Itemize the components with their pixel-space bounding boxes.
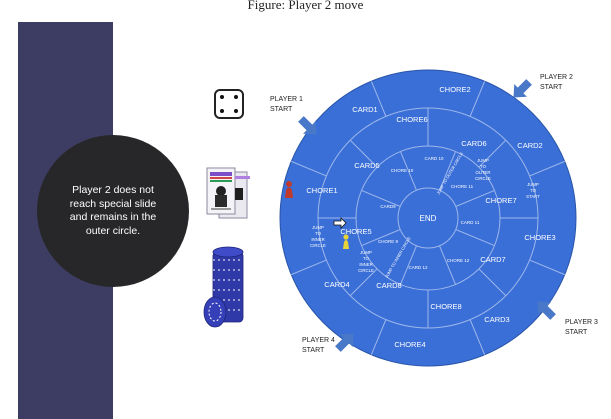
space-jump-inner-left: JUMP TO INNER CIRCLE	[310, 225, 326, 248]
player1-label-line1: PLAYER 1	[270, 96, 303, 103]
space-card12: CARD 12	[408, 265, 428, 270]
die-pip	[220, 95, 224, 99]
player2-label-line1: PLAYER 2	[540, 74, 573, 81]
space-card10: CARD 10	[424, 156, 444, 161]
jump-start-line: START	[526, 194, 540, 199]
jump-inner-mid-line: INNER	[359, 262, 372, 267]
player4-label-line2: START	[302, 347, 325, 354]
space-chore4: CHORE4	[394, 340, 425, 349]
space-chore6: CHORE6	[396, 115, 427, 124]
space-card2: CARD2	[517, 141, 542, 150]
player1-label: PLAYER 1 START	[270, 96, 305, 113]
jump-inner-left-line: TO	[315, 231, 322, 236]
player3-label-line1: PLAYER 3	[565, 319, 598, 326]
space-chore3: CHORE3	[524, 233, 555, 242]
info-bubble-text: Player 2 does not reach special slide an…	[64, 184, 162, 238]
space-card8: CARD8	[376, 281, 401, 290]
space-card4: CARD4	[324, 280, 349, 289]
space-card3: CARD3	[484, 315, 509, 324]
space-card11: CARD 11	[461, 220, 480, 225]
jump-outer-line: JUMP	[477, 158, 489, 163]
space-chore9: CHORE 9	[378, 239, 399, 244]
space-jump-outer: JUMP TO OUTER CIRCLE	[475, 158, 491, 181]
jump-inner-mid-line: TO	[363, 256, 370, 261]
jump-start-line: JUMP	[527, 182, 539, 187]
space-chore1: CHORE1	[306, 186, 337, 195]
die-pip	[220, 109, 224, 113]
jump-inner-left-line: JUMP	[312, 225, 324, 230]
game-board[interactable]: CHORE2 CARD2 CHORE3 CARD3 CHORE4 CARD4 C…	[230, 58, 611, 419]
jump-inner-left-line: CIRCLE	[310, 243, 326, 248]
player3-label-line2: START	[565, 329, 588, 336]
space-chore10: CHORE 10	[391, 168, 414, 173]
jump-inner-left-line: INNER	[311, 237, 324, 242]
space-card7: CARD7	[480, 255, 505, 264]
jump-inner-mid-line: CIRCLE	[358, 268, 374, 273]
jump-outer-line: OUTER	[475, 170, 490, 175]
space-chore8: CHORE8	[430, 302, 461, 311]
player3-label: PLAYER 3 START	[565, 319, 600, 336]
info-bubble: Player 2 does not reach special slide an…	[37, 135, 189, 287]
player2-label: PLAYER 2 START	[540, 74, 575, 91]
space-end: END	[420, 214, 437, 223]
space-card10-text: CARD 10	[424, 156, 444, 161]
space-card9: CARD9	[380, 204, 396, 209]
jump-outer-line: CIRCLE	[475, 176, 491, 181]
space-chore2: CHORE2	[439, 85, 470, 94]
player2-label-line2: START	[540, 84, 563, 91]
jump-outer-line: TO	[480, 164, 487, 169]
figure-caption: Figure: Player 2 move	[0, 0, 611, 12]
jump-start-line: TO	[530, 188, 537, 193]
space-chore7: CHORE7	[485, 196, 516, 205]
space-card1: CARD1	[352, 105, 377, 114]
space-card6: CARD6	[461, 139, 486, 148]
player4-label-line1: PLAYER 4	[302, 337, 335, 344]
jump-inner-mid-line: JUMP	[360, 250, 372, 255]
space-chore12: CHORE 12	[447, 258, 470, 263]
player4-label: PLAYER 4 START	[302, 337, 337, 354]
space-card5: CARD5	[354, 161, 379, 170]
space-jump-inner-mid: JUMP TO INNER CIRCLE	[358, 250, 374, 273]
space-chore11: CHORE 11	[451, 184, 474, 189]
player1-label-line2: START	[270, 106, 293, 113]
